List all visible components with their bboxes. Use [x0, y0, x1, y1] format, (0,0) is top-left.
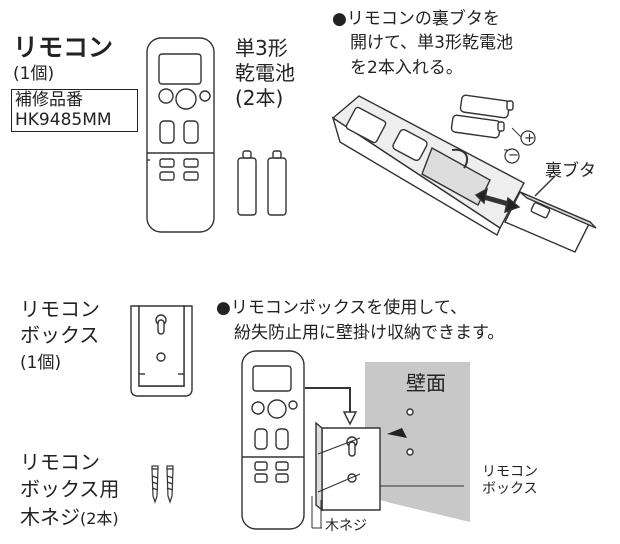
battery-type: 単3形 [235, 36, 288, 60]
remote-in-box-illustration [241, 350, 305, 530]
screws-name-line3: 木ネジ(2本) [20, 506, 119, 529]
box-label-line2: ボックス [482, 481, 538, 497]
back-cover-label: 裏ブタ [545, 161, 596, 181]
minus-terminal-icon [504, 148, 520, 164]
battery-note-line1: ●リモコンの裏ブタを [332, 9, 500, 29]
wall-label: 壁面 [406, 371, 446, 395]
remote-title: リモコン [13, 33, 114, 62]
remote-control-illustration [146, 37, 215, 233]
part-number-label: 補修品番 [15, 90, 83, 110]
remote-back-illustration [331, 94, 597, 253]
remote-box-name-line1: リモコン [20, 297, 100, 321]
part-number-value: HK9485MM [15, 110, 112, 131]
plus-sign: + [524, 131, 535, 146]
remote-box-qty: (1個) [20, 353, 62, 373]
battery-note-line3: を2本入れる。 [350, 58, 463, 78]
screws-qty: (2本) [80, 509, 119, 528]
box-note-line1: ●リモコンボックスを使用して、 [216, 298, 467, 318]
remote-box-name-line2: ボックス [20, 323, 100, 347]
mounted-box-illustration [305, 387, 464, 529]
box-note-line2: 紛失防止用に壁掛け収納できます。 [234, 323, 505, 343]
minus-sign: − [508, 148, 519, 163]
plus-terminal-icon [520, 130, 536, 146]
aa-batteries-illustration [237, 150, 287, 216]
battery-kind: 乾電池 [235, 61, 295, 85]
remote-qty: (1個) [13, 64, 55, 84]
battery-note-line2: 開けて、単3形乾電池 [350, 33, 513, 53]
box-label-line1: リモコン [482, 464, 538, 480]
screws-name-line1: リモコン [20, 450, 100, 474]
screws-name-line2: ボックス用 [20, 477, 120, 501]
screw-label: 木ネジ [325, 518, 367, 534]
battery-qty: (2本) [235, 86, 284, 110]
remote-box-illustration [130, 305, 193, 397]
wood-screws-illustration [151, 465, 174, 504]
part-number-box: 補修品番 HK9485MM [11, 89, 138, 132]
wall-panel [365, 362, 470, 522]
screws-name: 木ネジ [20, 505, 80, 529]
